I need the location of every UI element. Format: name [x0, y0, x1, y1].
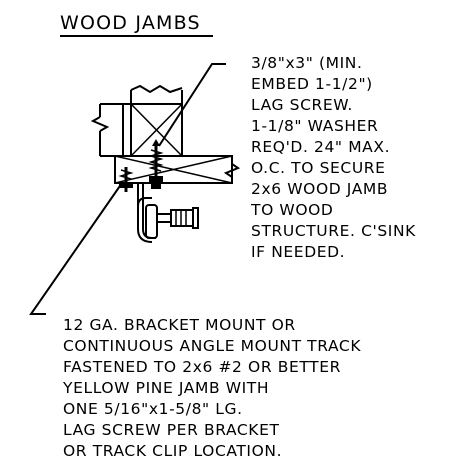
callout-bottom-line: LAG SCREW PER BRACKET — [63, 421, 280, 439]
leader-lines — [29, 63, 226, 315]
callout-top-line: STRUCTURE. C'SINK — [251, 222, 416, 240]
callout-bottom-line: CONTINUOUS ANGLE MOUNT TRACK — [63, 337, 361, 355]
callout-top-line: 2x6 WOOD JAMB — [251, 180, 388, 198]
callout-top-line: 3/8"x3" (MIN. — [251, 54, 362, 72]
callout-top-line: TO WOOD — [250, 201, 333, 219]
wood-jamb-2x6 — [114, 155, 241, 184]
callout-top-line: EMBED 1-1/2") — [251, 75, 373, 93]
bracket-lag-screw — [118, 167, 134, 192]
wood-structure — [90, 84, 183, 157]
callout-bottom-line: OR TRACK CLIP LOCATION. — [63, 442, 282, 460]
callout-top-line: LAG SCREW. — [251, 96, 353, 114]
callout-top-line: 1-1/8" WASHER — [251, 117, 378, 135]
callout-top-line: O.C. TO SECURE — [251, 159, 386, 177]
track-bracket — [137, 183, 199, 243]
callout-top-line: REQ'D. 24" MAX. — [251, 138, 390, 156]
callout-bottom-line: ONE 5/16"x1-5/8" LG. — [63, 400, 243, 418]
callout-top-line: IF NEEDED. — [251, 243, 345, 261]
lag-screw — [148, 139, 164, 189]
callout-bottom: 12 GA. BRACKET MOUNT OR CONTINUOUS ANGLE… — [62, 316, 361, 460]
callout-bottom-line: 12 GA. BRACKET MOUNT OR — [63, 316, 296, 334]
callout-top: 3/8"x3" (MIN. EMBED 1-1/2") LAG SCREW. 1… — [250, 54, 416, 261]
callout-bottom-line: YELLOW PINE JAMB WITH — [62, 379, 269, 397]
callout-bottom-line: FASTENED TO 2x6 #2 OR BETTER — [63, 358, 341, 376]
detail-title: WOOD JAMBS — [60, 12, 201, 34]
